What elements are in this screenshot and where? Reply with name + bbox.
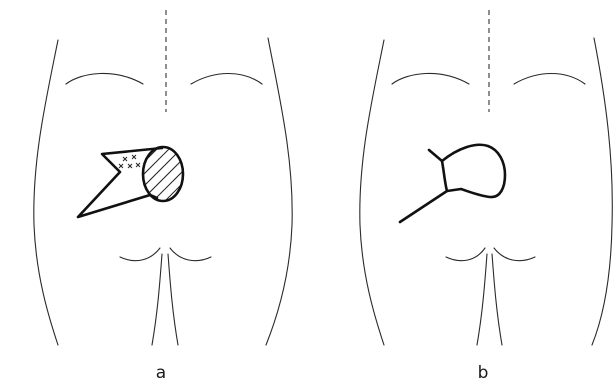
panel-a-body-outline-left: [34, 40, 58, 345]
panel-a-x-marks: [119, 155, 140, 168]
panel-b-lower-curve-right: [494, 248, 535, 261]
panel-a-defect: [110, 122, 220, 232]
panel-b-lower-curve-left: [446, 248, 485, 261]
panel-b-figure: [360, 10, 612, 345]
panel-a-lower-curve-right: [170, 248, 211, 261]
panel-b-scar-branch-upper: [429, 150, 442, 161]
panel-label-a: a: [146, 363, 176, 383]
panel-a-flap-outline: [78, 148, 162, 217]
panel-a-body-outline-right: [266, 38, 292, 345]
panel-a-upper-curve-right: [191, 74, 262, 85]
panel-a-figure: [34, 10, 292, 345]
panel-b-scar-branch-lower: [400, 191, 447, 222]
panel-a-lower-curve-left: [120, 248, 160, 261]
panel-a-cleft: [152, 254, 162, 345]
panel-b-upper-curve-right: [514, 74, 585, 85]
panel-b-body-outline-right: [592, 38, 612, 345]
panel-b-upper-curve-left: [392, 73, 469, 84]
panel-a-upper-curve-left: [66, 73, 143, 84]
panel-label-b: b: [468, 363, 498, 383]
panel-b-closed-wound: [442, 145, 505, 197]
panel-b-cleft: [477, 254, 487, 345]
panel-a-cleft-2: [168, 254, 178, 345]
panel-b-body-outline-left: [360, 40, 384, 345]
panel-b-cleft-2: [492, 254, 502, 345]
